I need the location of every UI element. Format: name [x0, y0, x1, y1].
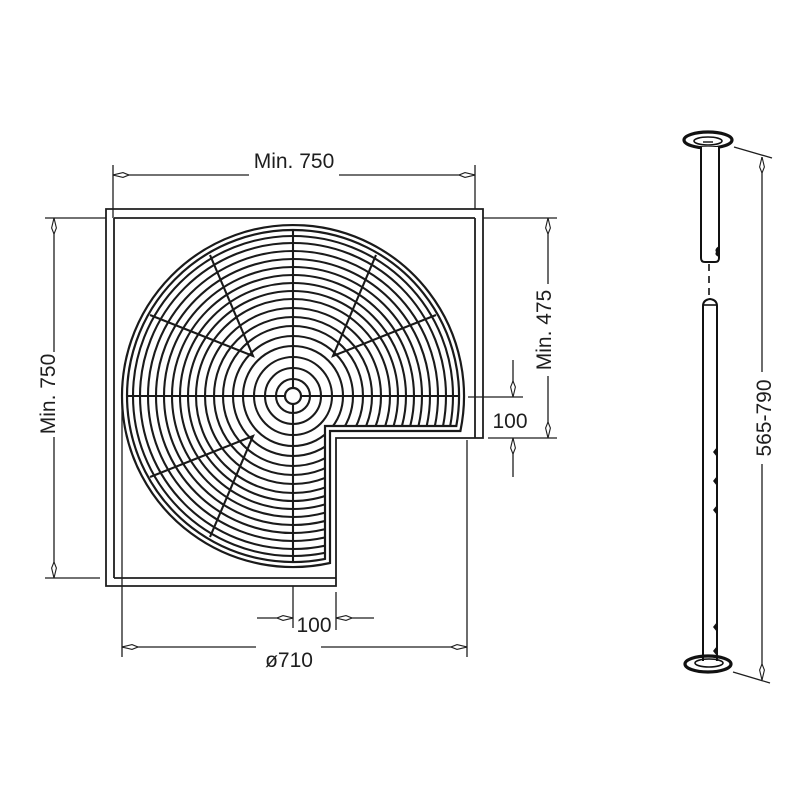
side-offset-label: 100 — [492, 410, 527, 433]
basket-hub — [283, 386, 303, 406]
dimension-pole-height: 565-790 — [732, 146, 776, 684]
basket-inner-rail — [125, 228, 461, 564]
lower-tube — [702, 297, 718, 656]
cabinet-width-label: Min. 750 — [254, 150, 335, 173]
carousel-basket — [120, 223, 466, 569]
dimension-cabinet-width: Min. 750 — [112, 150, 476, 218]
dimension-bottom-offset: 100 — [257, 586, 374, 637]
cabinet-height-label: Min. 750 — [37, 354, 60, 435]
upper-tube — [700, 147, 720, 263]
dimension-cabinet-height: Min. 750 — [37, 217, 106, 579]
top-mounting-plate — [682, 130, 734, 150]
pole-height-label: 565-790 — [753, 379, 776, 456]
bottom-mounting-plate — [683, 654, 733, 674]
side-view: 565-790 — [682, 130, 776, 684]
dimension-side-depth: Min. 475 — [483, 217, 557, 439]
plan-view: Min. 750 Min. 750 Min. 475 100 — [37, 150, 557, 672]
basket-diameter-label: ø710 — [265, 649, 313, 672]
cabinet-outline — [105, 208, 484, 587]
side-depth-label: Min. 475 — [533, 290, 556, 371]
dimension-basket-diameter: ø710 — [121, 396, 468, 672]
dimension-side-offset: 100 — [468, 360, 528, 477]
bottom-offset-label: 100 — [296, 614, 331, 637]
basket-wire-rings — [127, 230, 460, 563]
basket-outer-rail — [120, 223, 466, 569]
